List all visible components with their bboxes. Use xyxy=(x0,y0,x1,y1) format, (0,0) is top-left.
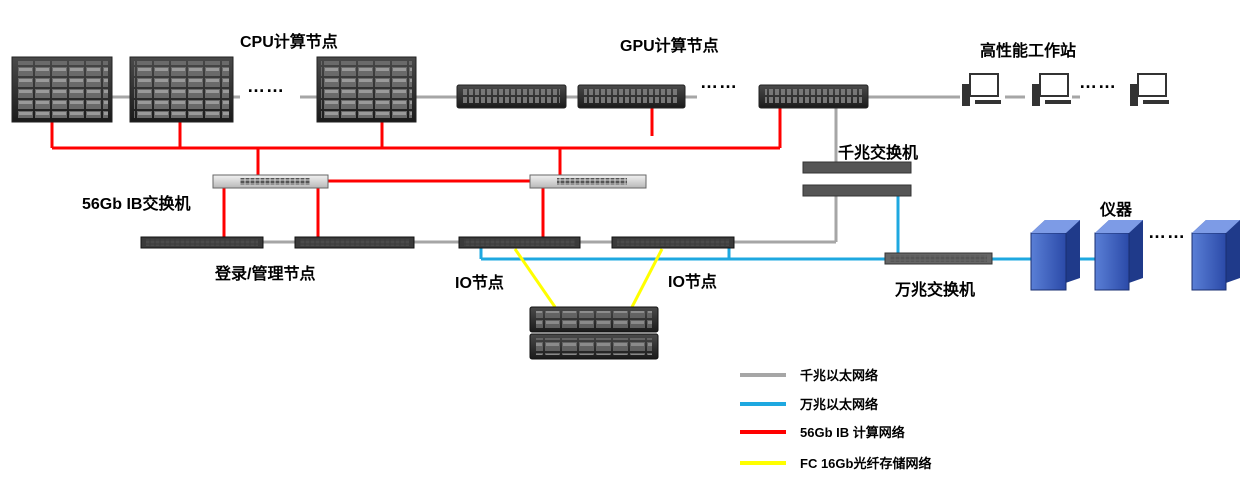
login-node xyxy=(140,236,264,249)
instrument-ellipsis: …… xyxy=(1148,222,1186,242)
ib-links xyxy=(50,108,782,237)
storage-array-2 xyxy=(529,333,659,360)
legend-swatch xyxy=(740,402,786,406)
legend-label: FC 16Gb光纤存储网络 xyxy=(800,456,932,471)
workstation-ellipsis: …… xyxy=(1079,72,1117,92)
ib-switch-1 xyxy=(212,174,329,189)
instrument-1 xyxy=(1030,220,1080,291)
gigabit-switch-1 xyxy=(802,161,912,174)
io-node-right-label: IO节点 xyxy=(668,274,717,291)
fc-links xyxy=(513,248,664,308)
legend-label: 56Gb IB 计算网络 xyxy=(800,425,905,440)
ten-gig-switch-label: 万兆交换机 xyxy=(895,282,976,299)
gigabit-switch-label: 千兆交换机 xyxy=(838,145,919,162)
cpu-ellipsis: …… xyxy=(247,76,285,96)
legend-label: 万兆以太网络 xyxy=(800,397,879,412)
login-mgmt-nodes-label: 登录/管理节点 xyxy=(215,266,316,283)
io-node-2 xyxy=(611,236,735,249)
workstation-3 xyxy=(1130,73,1169,106)
workstation-2 xyxy=(1032,73,1071,106)
gpu-node-2 xyxy=(577,84,686,109)
io-node-1 xyxy=(458,236,581,249)
storage-array-1 xyxy=(529,306,659,333)
cpu-node-2 xyxy=(129,56,234,123)
workstations-label: 高性能工作站 xyxy=(980,43,1077,60)
ib-switch-label: 56Gb IB交换机 xyxy=(82,196,191,213)
gpu-ellipsis: …… xyxy=(700,72,738,92)
ten-gig-switch xyxy=(884,252,993,265)
cpu-node-1 xyxy=(11,56,113,123)
instruments-label: 仪器 xyxy=(1100,202,1133,219)
legend-swatch xyxy=(740,373,786,377)
legend-label: 千兆以太网络 xyxy=(800,368,879,383)
instrument-3 xyxy=(1191,220,1240,291)
workstation-1 xyxy=(962,73,1001,106)
io-node-left-label: IO节点 xyxy=(455,275,504,292)
legend-swatch xyxy=(740,461,786,465)
ib-switch-2 xyxy=(529,174,647,189)
gpu-nodes-label: GPU计算节点 xyxy=(620,38,719,55)
cpu-nodes-label: CPU计算节点 xyxy=(240,34,338,51)
management-node xyxy=(294,236,415,249)
gpu-node-1 xyxy=(456,84,567,109)
gigabit-switch-2 xyxy=(802,184,912,197)
legend-swatch xyxy=(740,430,786,434)
cpu-node-3 xyxy=(316,56,417,123)
gpu-node-3 xyxy=(758,84,869,109)
ten-gig-links xyxy=(479,196,1095,261)
instrument-2 xyxy=(1094,220,1143,291)
